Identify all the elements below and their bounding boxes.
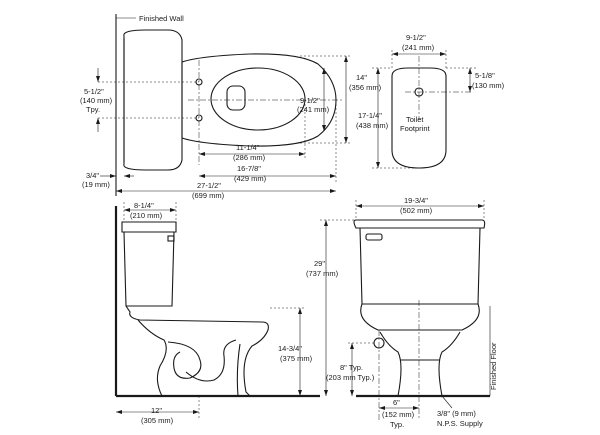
dim-0-75-inch: 3/4"	[86, 171, 99, 180]
top-view: Finished Wall 5-1/2" (140 mm) Tpy.	[80, 14, 382, 200]
dim-19-75-mm: (502 mm)	[400, 206, 433, 215]
dim-6-typ: Typ.	[390, 420, 404, 429]
front-view: 19-3/4" (502 mm) 29" (737 mm) 8" Typ. (2…	[306, 196, 498, 429]
dim-14-75-inch: 14-3/4"	[278, 344, 302, 353]
dim-5-125-mm: (130 mm)	[472, 81, 505, 90]
tank-body-front	[359, 227, 481, 305]
nps-supply-line1: 3/8" (9 mm)	[437, 409, 476, 418]
dim-12-mm: (305 mm)	[141, 416, 174, 425]
dim-14-mm: (356 mm)	[349, 83, 382, 92]
flush-lever-front	[365, 233, 383, 241]
dim-14-75-mm: (375 mm)	[280, 354, 313, 363]
finished-floor-label: Finished Floor	[489, 342, 498, 390]
finished-wall-label: Finished Wall	[139, 14, 184, 23]
dim-0-75-mm: (19 mm)	[82, 180, 110, 189]
dim-8-25-inch: 8-1/4"	[134, 201, 154, 210]
footprint-outline	[391, 67, 447, 169]
footprint-label-line1: Toilet	[406, 115, 424, 124]
dim-5-5-mm: (140 mm)	[80, 96, 113, 105]
nps-supply-line2: N.P.S. Supply	[437, 419, 483, 428]
dim-27-5-inch: 27-1/2"	[197, 181, 221, 190]
dim-9-5-inch-top: 9-1/2"	[300, 96, 320, 105]
dim-8-25-mm: (210 mm)	[130, 211, 163, 220]
dim-29-inch: 29"	[314, 259, 325, 268]
dim-6-inch: 6"	[393, 398, 400, 407]
bowl-rim-front	[360, 303, 480, 331]
flush-handle-side	[167, 235, 175, 242]
tank-lid-side	[121, 221, 177, 233]
bowl-right-front	[438, 331, 461, 397]
side-view: 8-1/4" (210 mm) 14-3/4" (375 mm) 12" (30…	[114, 201, 320, 425]
trapway-outlet	[185, 339, 237, 382]
dim-19-75-inch: 19-3/4"	[404, 196, 428, 205]
dim-9-5-inch-footprint: 9-1/2"	[406, 33, 426, 42]
trapway-curve	[167, 341, 202, 379]
dim-8-typ-inch: 8" Typ.	[340, 363, 363, 372]
dim-16-875-inch: 16-7/8"	[237, 164, 261, 173]
dim-16-875-mm: (429 mm)	[234, 174, 267, 183]
dim-5-5-typ: Tpy.	[86, 105, 100, 114]
bowl-trapway-front	[137, 319, 167, 397]
bowl-left-front	[379, 331, 402, 397]
tank-lid-front	[353, 219, 486, 229]
dim-11-25-mm: (286 mm)	[233, 153, 266, 162]
bowl-profile-side	[125, 305, 269, 397]
bowl-rim-opening	[210, 67, 306, 131]
bowl-foot-side	[236, 343, 241, 397]
dim-12-inch: 12"	[151, 406, 162, 415]
footprint-label-line2: Footprint	[400, 124, 431, 133]
dim-6-mm: (152 mm)	[382, 410, 415, 419]
tank-top-view	[123, 29, 183, 171]
dim-8-typ-mm: (203 mm Typ.)	[326, 373, 375, 382]
dim-5-125-inch: 5-1/8"	[475, 71, 495, 80]
dim-11-25-inch: 11-1/4"	[236, 143, 260, 152]
dim-5-5-inch: 5-1/2"	[84, 87, 104, 96]
dim-29-mm: (737 mm)	[306, 269, 339, 278]
dim-14-inch: 14"	[356, 73, 367, 82]
dim-17-25-mm: (438 mm)	[356, 121, 389, 130]
tank-body-side	[123, 231, 175, 307]
dim-17-25-inch: 17-1/4"	[358, 111, 382, 120]
footprint-view: Toilet Footprint 9-1/2" (241 mm) 5-1/8" …	[356, 33, 505, 169]
dim-27-5-mm: (699 mm)	[192, 191, 225, 200]
drain-opening	[226, 85, 246, 111]
dim-9-5-mm-footprint: (241 mm)	[402, 43, 435, 52]
dim-9-5-mm-top: (241 mm)	[297, 105, 330, 114]
